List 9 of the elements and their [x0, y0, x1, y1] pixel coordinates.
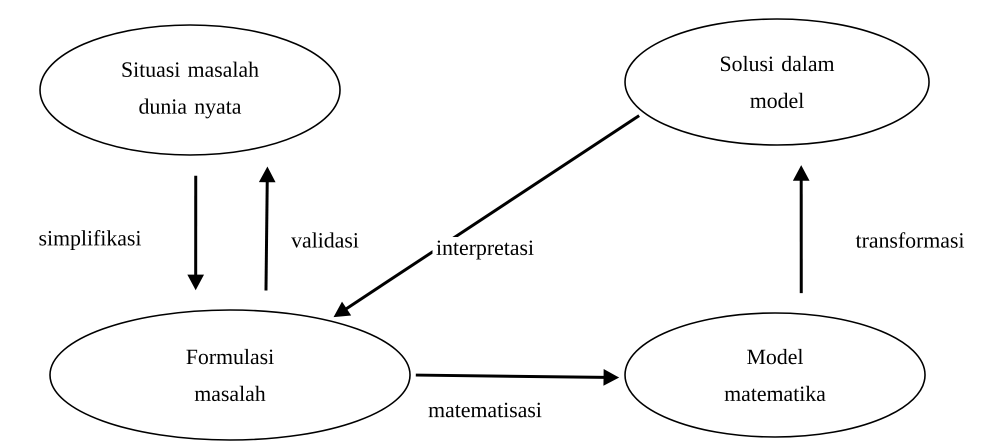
edge-label: validasi: [288, 228, 362, 252]
ellipse-node: Model matematika: [624, 312, 926, 438]
edge-label: matematisasi: [424, 399, 546, 421]
ellipse-node: Solusi dalam model: [624, 18, 930, 146]
edge-label: interpretasi: [432, 236, 538, 264]
ellipse-node: Situasi masalah dunia nyata: [39, 24, 341, 156]
ellipse-node: Formulasi masalah: [49, 309, 411, 441]
edge-label: simplifikasi: [35, 226, 145, 254]
edge-label: transformasi: [852, 228, 968, 252]
